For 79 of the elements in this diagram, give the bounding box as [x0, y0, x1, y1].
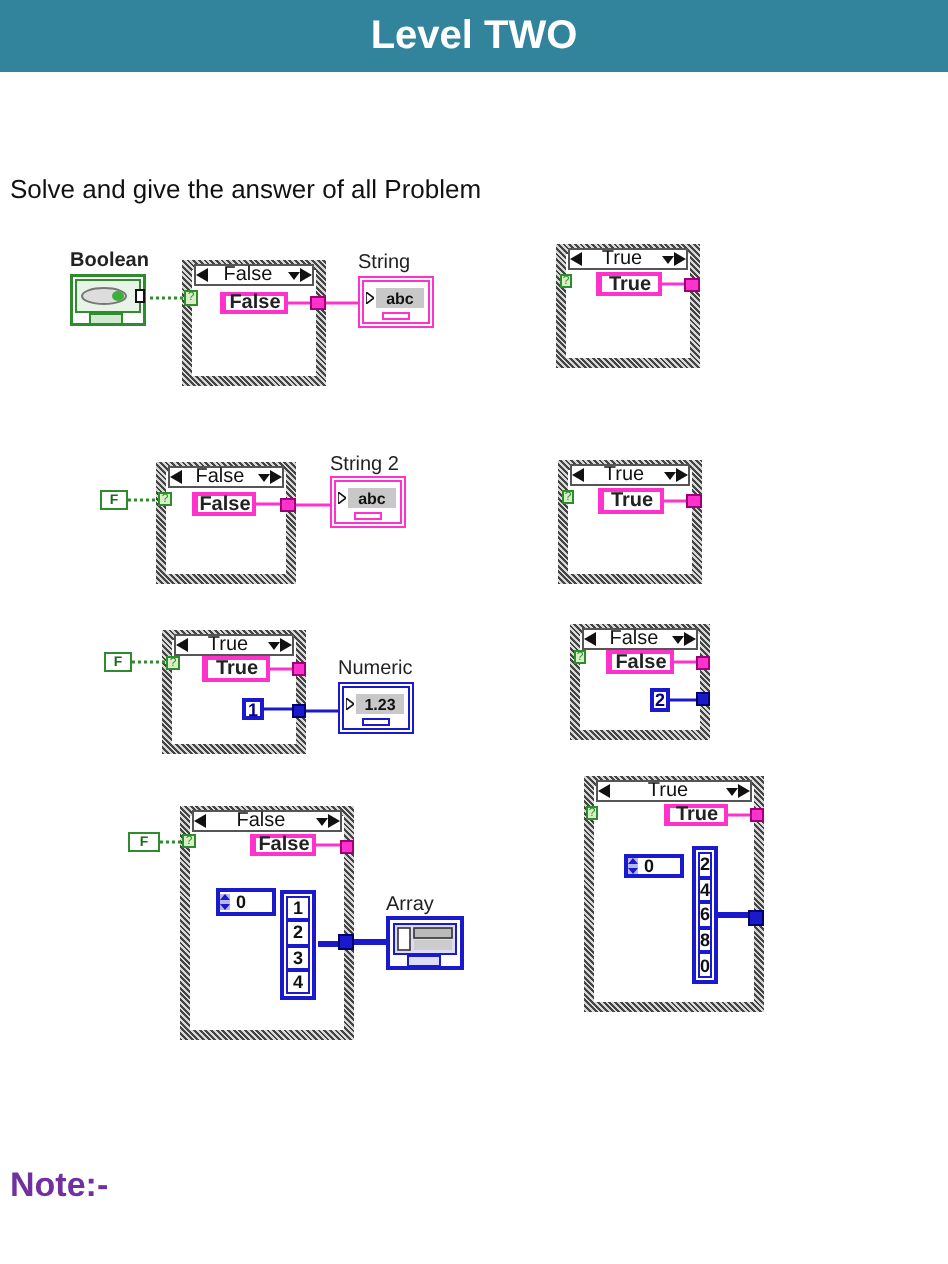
case-structure	[584, 776, 764, 1012]
wire	[270, 667, 292, 671]
wire	[728, 813, 750, 817]
numeric-constant: 1	[242, 698, 264, 720]
case-selector: False	[582, 628, 698, 650]
terminal-label: Boolean	[70, 250, 149, 272]
string-constant: True	[596, 272, 662, 296]
wire	[662, 282, 684, 286]
wire	[128, 498, 158, 502]
case-structure	[180, 806, 354, 1040]
wire	[264, 707, 292, 711]
wire	[256, 502, 280, 506]
tunnel-terminal	[686, 494, 702, 508]
string-constant: True	[598, 488, 664, 514]
case-selector: True	[570, 464, 690, 486]
wire	[326, 301, 358, 305]
terminal-label: String 2	[330, 454, 399, 476]
array-element: 2	[286, 920, 310, 945]
indicator-display: abc	[376, 288, 424, 308]
wire	[318, 941, 338, 947]
array-element: 0	[698, 952, 712, 978]
array-element: 6	[698, 902, 712, 928]
wire	[150, 296, 184, 300]
array-index-display: 0	[624, 854, 684, 878]
diagram-title: Level TWO	[368, 12, 580, 60]
case-selector: False	[194, 264, 314, 286]
tunnel-terminal	[338, 934, 354, 950]
string-constant: False	[250, 834, 316, 856]
terminal-label: Numeric	[338, 658, 413, 680]
case-selector: False	[192, 810, 342, 832]
wire	[674, 660, 696, 664]
string-constant: False	[192, 492, 256, 516]
indicator-display: 1.23	[356, 694, 404, 714]
array-element: 4	[286, 969, 310, 994]
numeric-constant: 2	[650, 688, 670, 712]
array-index-display: 0	[216, 888, 276, 916]
note-text: Note:-	[10, 1166, 109, 1206]
array-element: 2	[698, 852, 712, 878]
wire	[664, 499, 686, 503]
case-selector: True	[596, 780, 752, 802]
string-constant: True	[664, 804, 728, 826]
string-constant: True	[202, 656, 270, 682]
case-structure	[570, 624, 710, 740]
case-structure	[182, 260, 326, 386]
wire	[354, 939, 386, 945]
wire	[718, 912, 748, 918]
indicator-display: abc	[348, 488, 396, 508]
tunnel-terminal	[696, 656, 710, 670]
array-element: 1	[286, 896, 310, 921]
wire	[316, 843, 340, 847]
string-constant: False	[606, 650, 674, 674]
case-selector: False	[168, 466, 284, 488]
tunnel-terminal	[340, 840, 354, 854]
case-structure	[556, 244, 700, 368]
tunnel-terminal	[748, 910, 764, 926]
string-constant: False	[220, 292, 288, 314]
wire	[670, 698, 696, 702]
wire	[296, 503, 330, 507]
array-element: 8	[698, 927, 712, 953]
wire	[306, 709, 338, 713]
tunnel-terminal	[310, 296, 326, 310]
case-structure	[162, 630, 306, 754]
tunnel-terminal	[696, 692, 710, 706]
instruction-text: Solve and give the answer of all Problem	[10, 174, 482, 206]
tunnel-terminal	[292, 704, 306, 718]
terminal-label: String	[358, 252, 411, 274]
case-selector: True	[174, 634, 294, 656]
tunnel-terminal	[280, 498, 296, 512]
tunnel-terminal	[750, 808, 764, 822]
tunnel-terminal	[292, 662, 306, 676]
array-element: 3	[286, 945, 310, 970]
wire	[288, 301, 310, 305]
case-structure	[558, 460, 702, 584]
tunnel-terminal	[684, 278, 700, 292]
wire	[160, 840, 182, 844]
case-selector: True	[568, 248, 688, 270]
case-structure	[156, 462, 296, 584]
terminal-label: Array	[386, 894, 434, 916]
array-element: 4	[698, 877, 712, 903]
